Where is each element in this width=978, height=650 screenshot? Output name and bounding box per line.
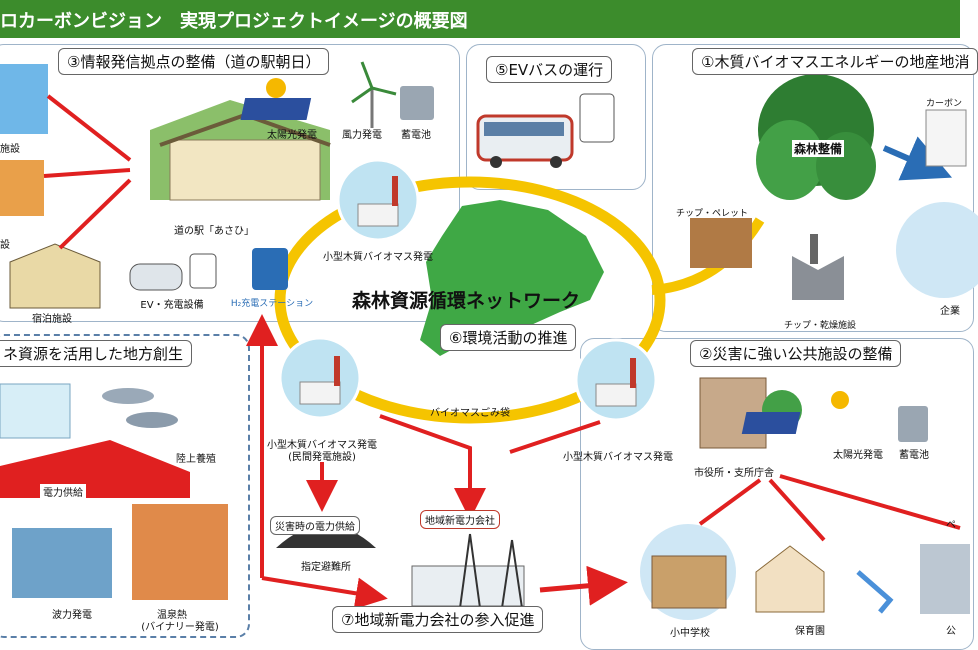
arrow-facility-to-station	[43, 168, 131, 178]
ev-car-icon	[129, 263, 183, 291]
arrow-hall-to-school	[698, 478, 762, 526]
facility-label-2: 設	[0, 240, 10, 251]
city-hall-label: 市役所・支所庁舎	[694, 468, 774, 479]
forest-icon	[756, 74, 876, 200]
station-building-icon	[150, 100, 331, 201]
new-company-label: 地域新電力会社	[420, 510, 500, 529]
arrow-left-bottom-run	[261, 576, 388, 610]
solar-label: 太陽光発電	[267, 130, 317, 141]
resource-loop	[274, 176, 666, 424]
battery-label: 蓄電池	[401, 130, 431, 141]
shelter-label: 指定避難所	[301, 562, 351, 573]
h2-station-icon	[252, 248, 288, 290]
wave-power-photo	[12, 528, 112, 598]
carbon-document-icon	[925, 109, 967, 167]
fish-icon	[102, 388, 178, 428]
tag-biomass-local: ①木質バイオマスエネルギーの地産地消	[692, 48, 978, 75]
biomass-plant-top-icon	[336, 158, 420, 242]
tag-env-activity: ⑥環境活動の推進	[440, 324, 577, 351]
ev-charger-icon	[189, 253, 217, 289]
ev-label: EV・充電設備	[140, 300, 204, 311]
wind-label: 風力発電	[342, 130, 382, 141]
arrow-loop-to-company	[379, 414, 486, 520]
header-title-right: 実現プロジェクトイメージの概要図	[180, 11, 468, 32]
carbon-label: カーボン	[926, 99, 963, 109]
header-title-left: ロカーボンビジョン	[0, 11, 162, 32]
company-label: 企業	[940, 306, 960, 317]
biomass-plant-right-icon	[574, 338, 658, 422]
nursery-label: 保育園	[795, 626, 825, 637]
power-plant-icon	[411, 533, 525, 609]
arrow-company-to-school	[539, 565, 628, 606]
ev-bus-icon	[476, 114, 574, 168]
arrow-hall-to-nursery	[768, 478, 826, 542]
geothermal-photo	[132, 504, 228, 600]
tag-info-hub: ③情報発信拠点の整備（道の駅朝日）	[58, 48, 330, 75]
nursery-icon	[755, 545, 894, 614]
power-supply-bar	[0, 440, 190, 498]
chip-label: チップ・ペレット	[675, 209, 749, 219]
arrow-hall-to-right	[779, 474, 961, 530]
pool-building-icon	[0, 64, 48, 134]
lodging-icon	[9, 243, 101, 309]
tag-new-power: ⑦地域新電力会社の参入促進	[332, 606, 544, 633]
tag-public-facilities: ②災害に強い公共施設の整備	[690, 340, 902, 367]
arrow-lodging-to-station	[58, 178, 132, 250]
greenhouse-icon	[0, 383, 71, 439]
school-label: 小中学校	[670, 628, 710, 639]
plant-left-sub-label: (民間発電施設)	[288, 452, 356, 463]
panel2-solar-icon	[741, 391, 849, 434]
geothermal-sub-label: (バイナリー発電)	[141, 622, 219, 633]
facility-label-1: 施設	[0, 144, 20, 155]
prefecture-map	[420, 200, 604, 356]
lodging-label: 宿泊施設	[32, 314, 72, 325]
arrow-right-plant-to-company	[509, 420, 601, 454]
biomass-plant-left-icon	[278, 336, 362, 420]
right-partial-label-2: 公	[946, 626, 956, 637]
plant-right-label: 小型木質バイオマス発電	[563, 452, 673, 463]
company-building-icon	[896, 202, 978, 298]
ev-bus-charger-icon	[579, 93, 615, 143]
station-label: 道の駅「あさひ」	[174, 226, 254, 237]
tag-ev-bus: ⑤EVバスの運行	[486, 56, 613, 83]
h2-label: H₂充電ステーション	[230, 299, 314, 309]
aquaculture-label: 陸上養殖	[176, 454, 216, 465]
facility-icon-1	[0, 160, 44, 216]
plant-top-label: 小型木質バイオマス発電	[323, 252, 433, 263]
panel2-battery-label: 蓄電池	[899, 450, 929, 461]
network-title: 森林資源循環ネットワーク	[352, 290, 581, 312]
panel2-solar-label: 太陽光発電	[833, 450, 883, 461]
wave-label: 波力発電	[52, 610, 92, 621]
tag-regional: ネ資源を活用した地方創生	[0, 340, 193, 367]
solar-panel-icon	[240, 78, 312, 120]
wind-turbine-icon	[351, 61, 397, 128]
right-building-icon	[920, 544, 970, 614]
geothermal-label: 温泉熱	[157, 610, 187, 621]
disaster-supply-label: 災害時の電力供給	[270, 516, 360, 535]
arrow-pool-to-station	[46, 94, 132, 162]
dryer-label: チップ・乾燥施設	[783, 321, 857, 331]
power-supply-label: 電力供給	[40, 484, 86, 499]
header-bar: ロカーボンビジョン 実現プロジェクトイメージの概要図	[0, 0, 960, 38]
plant-left-label: 小型木質バイオマス発電	[267, 440, 377, 451]
bag-label: バイオマスごみ袋	[430, 408, 510, 419]
panel2-battery-icon	[898, 406, 928, 442]
arrow-forest-to-carbon	[882, 136, 953, 181]
forest-label: 森林整備	[792, 140, 845, 157]
chip-dryer-factory-icon	[792, 234, 844, 300]
right-partial-label: ペ	[946, 520, 956, 531]
battery-icon	[400, 86, 434, 120]
school-icon	[640, 524, 736, 620]
wood-chip-icon	[690, 218, 752, 268]
